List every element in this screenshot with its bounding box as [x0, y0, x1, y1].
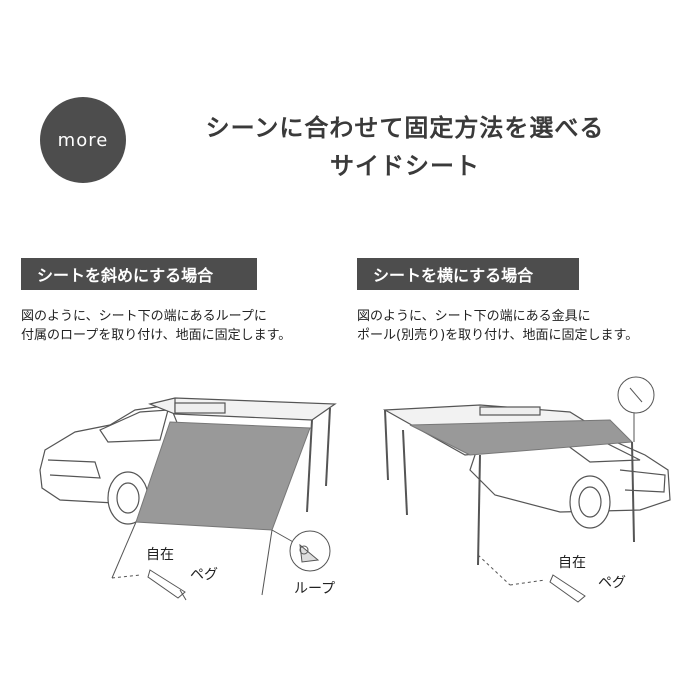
section-desc-horizontal-line-2: ポール(別売り)を取り付け、地面に固定します。 — [357, 328, 639, 343]
label-peg-right: ペグ — [598, 575, 626, 591]
more-badge: more — [40, 97, 126, 183]
section-desc-horizontal-line-1: 図のように、シート下の端にある金具に — [357, 309, 591, 324]
headline-line-1: シーンに合わせて固定方法を選べる — [205, 114, 605, 142]
section-desc-diagonal-line-2: 付属のロープを取り付け、地面に固定します。 — [21, 328, 292, 343]
loop-detail-circle — [289, 530, 331, 572]
section-title-diagonal: シートを斜めにする場合 — [21, 258, 257, 290]
label-jizai-right: 自在 — [558, 555, 586, 571]
label-loop: ループ — [294, 581, 336, 597]
more-badge-label: more — [57, 129, 109, 151]
headline-line-2: サイドシート — [330, 152, 480, 180]
car-outline-left — [39, 404, 181, 506]
section-title-horizontal-text: シートを横にする場合 — [373, 266, 534, 285]
section-title-horizontal: シートを横にする場合 — [357, 258, 579, 290]
section-desc-diagonal: 図のように、シート下の端にあるループに 付属のロープを取り付け、地面に固定します… — [21, 307, 291, 345]
label-jizai-left: 自在 — [146, 547, 174, 563]
section-desc-horizontal: 図のように、シート下の端にある金具に ポール(別売り)を取り付け、地面に固定しま… — [357, 307, 638, 345]
section-desc-diagonal-line-1: 図のように、シート下の端にあるループに — [21, 309, 267, 324]
section-title-diagonal-text: シートを斜めにする場合 — [37, 266, 214, 285]
label-peg-left: ペグ — [190, 567, 218, 583]
